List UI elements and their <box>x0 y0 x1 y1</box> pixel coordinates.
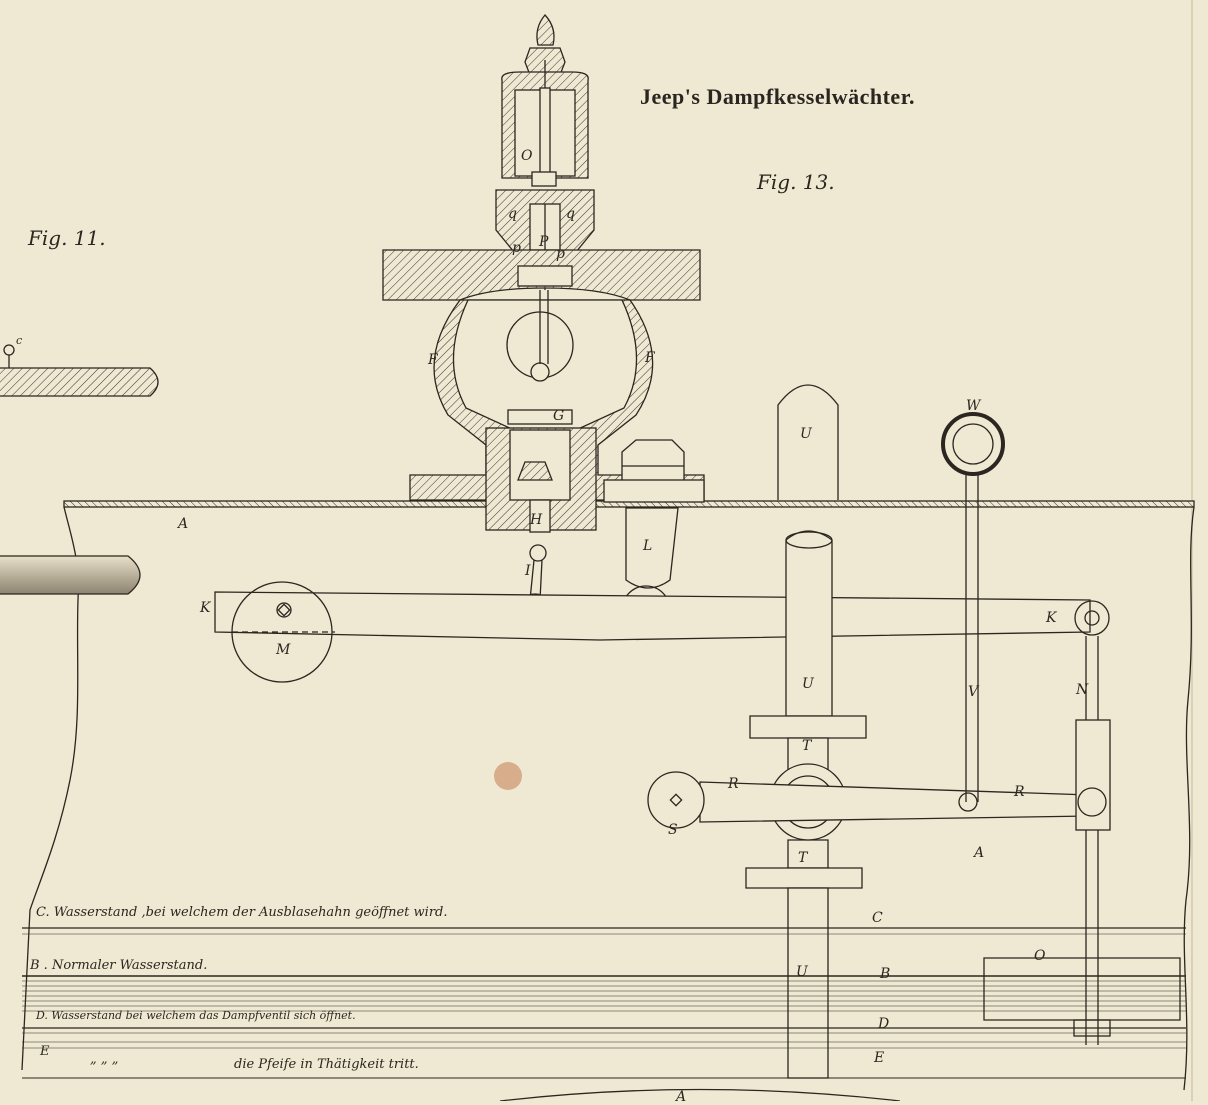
label-R-left: R <box>728 776 739 792</box>
label-O-box: O <box>1034 948 1046 964</box>
screw-lower <box>0 555 141 595</box>
label-p-left: p <box>512 240 521 256</box>
label-level-C: C <box>872 910 883 926</box>
label-G: G <box>553 408 565 424</box>
label-P: P <box>539 234 549 250</box>
rod-N <box>1073 600 1111 1045</box>
label-I: I <box>525 563 531 579</box>
label-L: L <box>643 538 653 554</box>
label-A-top: A <box>178 516 189 532</box>
float-U-top <box>777 384 839 500</box>
plate-title: Jeep's Dampfkesselwächter. <box>640 84 915 109</box>
valve-flange <box>382 249 701 301</box>
figure-label-11: Fig. 11. <box>28 226 106 250</box>
valve-seat-G <box>485 409 597 533</box>
water-level-E-text: die Pfeife in Thätigkeit tritt. <box>234 1057 419 1072</box>
float-box-O <box>983 957 1181 1021</box>
label-level-D: D <box>878 1016 890 1032</box>
weight-M <box>231 581 333 683</box>
water-level-E-prefix: E <box>40 1044 50 1059</box>
valve-collar <box>495 189 595 290</box>
label-U-low: U <box>796 964 808 980</box>
label-A-bottom: A <box>676 1089 687 1105</box>
label-K-left: K <box>200 600 211 616</box>
float-rod-U <box>745 530 867 1079</box>
label-U-mid: U <box>802 676 814 692</box>
boiler-break-right <box>1183 506 1195 1091</box>
label-A-mid: A <box>974 845 985 861</box>
lever-R <box>647 771 1091 829</box>
label-F-right: F <box>645 350 655 366</box>
valve-chamber-F <box>409 290 705 501</box>
label-R-right: R <box>1014 784 1025 800</box>
label-q-left: q <box>508 206 517 222</box>
top-valve-cap <box>501 14 589 187</box>
figure-label-13: Fig. 13. <box>757 170 835 194</box>
label-H: H <box>530 512 543 528</box>
water-level-C-text: C. Wasserstand ,bei welchem der Ausblase… <box>36 905 448 920</box>
label-V: V <box>968 684 979 700</box>
label-N: N <box>1076 682 1089 698</box>
water-level-B-text: B . Normaler Wasserstand. <box>30 958 208 973</box>
label-T-bottom: T <box>798 850 808 866</box>
water-level-E-ditto: „ „ „ <box>90 1052 119 1067</box>
lever-K <box>214 591 1091 641</box>
label-O: O <box>521 148 533 164</box>
nut-L <box>603 439 705 635</box>
screw-upper <box>0 344 159 397</box>
label-q-right: q <box>566 206 575 222</box>
label-level-B: B <box>880 966 891 982</box>
label-c-small: c <box>16 334 23 347</box>
water-level-lines <box>22 927 1186 1101</box>
label-p-right: p <box>556 246 565 262</box>
label-U-top: U <box>800 426 812 442</box>
label-W: W <box>966 398 981 414</box>
paper-stain <box>494 762 522 790</box>
label-F-left: F <box>428 352 438 368</box>
label-level-E: E <box>874 1050 885 1066</box>
label-S: S <box>668 822 678 838</box>
ring-W <box>941 412 1005 802</box>
water-level-D-text: D. Wasserstand bei welchem das Dampfvent… <box>36 1009 356 1022</box>
label-M: M <box>276 642 291 658</box>
label-T-top: T <box>802 738 812 754</box>
label-K-right: K <box>1046 610 1057 626</box>
